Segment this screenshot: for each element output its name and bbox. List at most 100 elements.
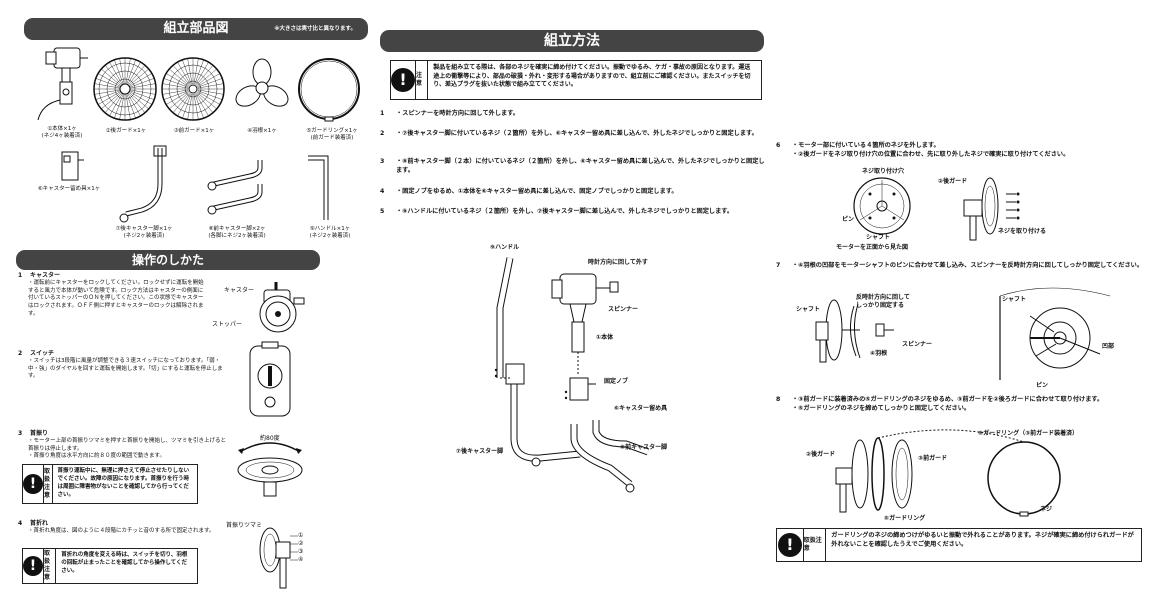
caution-3-label: 取扱注意 [44, 465, 53, 503]
op-1-body: ・運転前にキャスターをロックしてください。ロックせずに運転を開始すると風力で本体… [18, 280, 208, 318]
op-caution-3: ! 取扱注意 首振り運転中に、無理に押さえて停止させたりしないでください。故障の… [22, 464, 198, 504]
assembly-title: 組立方法 [380, 30, 764, 52]
bottom-caution-text: ガードリングのネジの締めつけがゆるいと振動で外れることがあります。ネジが確実に締… [826, 529, 1141, 561]
assembly-diagram [470, 248, 700, 498]
label-knob: 固定ノブ [604, 378, 628, 386]
step-6-text: ・モーター部に付いている４箇所のネジを外します。 ・②後ガードをネジ取り付け穴の… [792, 142, 1148, 160]
step-8-text: ・③前ガードに装着済みの⑤ガードリングのネジをゆるめ、③前ガードを②後ろガードに… [792, 396, 1148, 414]
tilt-illustration [244, 520, 304, 590]
step-7-num: 7 [776, 262, 792, 271]
bottom-caution: ! 取扱注意 ガードリングのネジの締めつけがゆるいと振動で外れることがあります。… [776, 528, 1142, 562]
step-5-num: 5 [380, 208, 396, 217]
op-caution-4: ! 取扱注意 首折れの角度を変える時は、スイッチを切り、羽根の回転が止まったこと… [22, 548, 198, 584]
label-blade7: ④羽根 [870, 350, 887, 358]
bottom-caution-label: 取扱注意 [804, 529, 827, 561]
operation-title-text: 操作のしかた [132, 253, 204, 267]
step-4-text: ・固定ノブをゆるめ、①本体を⑥キャスター留め具に差し込んで、固定ノブでしっかりと… [396, 188, 766, 197]
caster-illustration [246, 280, 316, 340]
assembly-caution-label: 注意 [416, 61, 428, 99]
part-7-label: ⑦後キャスター脚×1ヶ (ネジ2ヶ装着済) [104, 226, 184, 240]
tilt-num-4: ④ [298, 556, 303, 564]
op-1-heading: キャスター [30, 272, 60, 279]
op-2-heading: スイッチ [30, 350, 54, 357]
step-2: 2・⑦後キャスター脚に付いているネジ（２箇所）を外し、⑥キャスター留め具に差し込… [380, 130, 770, 139]
rear-leg-illustration [112, 144, 182, 224]
motor-front-view [840, 170, 930, 240]
caution-4-text: 首折れの角度を変える時は、スイッチを切り、羽根の回転が止まったことを確認してから… [56, 549, 197, 583]
step-8-num: 8 [776, 396, 792, 405]
label-bracket: ⑥キャスター留め具 [614, 405, 667, 413]
label-spinner7: スピンナー [902, 341, 932, 349]
caster-bracket-illustration [56, 150, 86, 184]
step-6: 6・モーター部に付いている４箇所のネジを外します。 ・②後ガードをネジ取り付け穴… [776, 142, 1152, 160]
label-pin6: ピン [842, 216, 854, 224]
op-2-body: ・スイッチは3段階に風量が調整できる３速スイッチになっております。「弱・中・強」… [18, 358, 228, 381]
op-3-heading: 首振り [30, 430, 48, 437]
rear-guard-illustration [92, 56, 158, 122]
warning-icon: ! [23, 465, 44, 503]
caution-3-text: 首振り運転中に、無理に押さえて停止させたりしないでください。故障の原因になります… [53, 465, 197, 503]
op-3-num: 3 [18, 430, 30, 438]
step-1: 1・スピンナーを時計方向に回して外します。 [380, 110, 770, 119]
step-7-text: ・④羽根の凹部をモーターシャフトのピンに合わせて差し込み、スピンナーを反時計方向… [792, 262, 1148, 271]
label-clockwise: 時計方向に回して外す [588, 259, 648, 267]
op-1-num: 1 [18, 272, 30, 280]
step-3-text: ・⑧前キャスター脚（２本）に付いているネジ（２箇所）を外し、⑥キャスター留め具に… [396, 158, 766, 176]
part-3-label: ③前ガード×1ヶ [160, 128, 228, 135]
blade-illustration [232, 58, 292, 118]
label-front-view: モーターを正面から見た図 [836, 244, 908, 252]
label-front-leg: ⑧前キャスター脚 [620, 444, 667, 452]
label-ccw: 反時計方向に回して しっかり固定する [856, 294, 910, 310]
warning-icon: ! [777, 529, 804, 561]
front-leg-illustration [200, 154, 270, 224]
parts-note: ※大きさは実寸比と異なります。 [274, 18, 356, 40]
warning-icon: ! [23, 549, 44, 583]
step-5: 5・⑨ハンドルに付いているネジ（２箇所）を外し、⑦後キャスター脚に差し込んで、外… [380, 208, 770, 217]
step-1-num: 1 [380, 110, 396, 119]
part-9-label: ⑨ハンドル×1ヶ (ネジ2ヶ装着済) [290, 226, 370, 240]
operation-title: 操作のしかた [16, 250, 320, 270]
part-5-label: ⑤ガードリング×1ヶ (前ガード装着済) [292, 128, 372, 142]
part-6-label: ⑥キャスター留め具×1ヶ [24, 186, 114, 193]
step-7: 7・④羽根の凹部をモーターシャフトのピンに合わせて差し込み、スピンナーを反時計方… [776, 262, 1152, 271]
step-2-num: 2 [380, 130, 396, 139]
tilt-num-3: ③ [298, 548, 303, 556]
op-4-heading: 首折れ [30, 520, 48, 527]
step-4-num: 4 [380, 188, 396, 197]
op-2-num: 2 [18, 350, 30, 358]
tilt-knob-label: 首振りツマミ [226, 522, 262, 530]
part-1-label: ①本体×1ヶ (ネジ4ヶ装着済) [26, 126, 98, 140]
switch-illustration [240, 340, 300, 420]
label-shaft7b: シャフト [1002, 296, 1026, 304]
label-screw-hole: ネジ取り付け穴 [862, 168, 904, 176]
label-handle: ⑨ハンドル [490, 244, 519, 252]
label-body: ①本体 [596, 334, 613, 342]
label-rear-guard6: ②後ガード [938, 178, 967, 186]
label-pin7: ピン [1036, 382, 1048, 390]
label-rear-guard8: ②後ガード [806, 451, 835, 459]
step-8: 8・③前ガードに装着済みの⑤ガードリングのネジをゆるめ、③前ガードを②後ろガード… [776, 396, 1152, 414]
step-4: 4・固定ノブをゆるめ、①本体を⑥キャスター留め具に差し込んで、固定ノブでしっかり… [380, 188, 770, 197]
guard-assembly-diagram [834, 432, 1094, 522]
step-1-text: ・スピンナーを時計方向に回して外します。 [396, 110, 766, 119]
label-spinner: スピンナー [608, 306, 638, 314]
label-attach-screw: ネジを取り付ける [998, 228, 1046, 236]
tilt-num-2: ② [298, 540, 303, 548]
guard-ring-illustration [296, 56, 362, 122]
parts-title: 組立部品図 ※大きさは実寸比と異なります。 [24, 18, 368, 40]
assembly-title-text: 組立方法 [544, 33, 600, 49]
label-ring8: ⑤ガードリング [884, 515, 925, 523]
part-4-label: ④羽根×1ヶ [232, 128, 292, 135]
caster-label: キャスター [224, 287, 254, 295]
label-ring-top: ⑤ガードリング（③前ガード装着済） [978, 430, 1078, 438]
label-front-guard8: ③前ガード [918, 455, 947, 463]
part-8-label: ⑧前キャスター脚×2ヶ (各脚にネジ2ヶ装着済) [194, 226, 280, 240]
part-2-label: ②後ガード×1ヶ [92, 128, 160, 135]
stopper-label: ストッパー [212, 321, 242, 329]
op-4-body: ・首折れ角度は、図のように４段階にカチッと音のする所で固定されます。 [18, 528, 228, 536]
part-body-illustration [32, 44, 92, 124]
